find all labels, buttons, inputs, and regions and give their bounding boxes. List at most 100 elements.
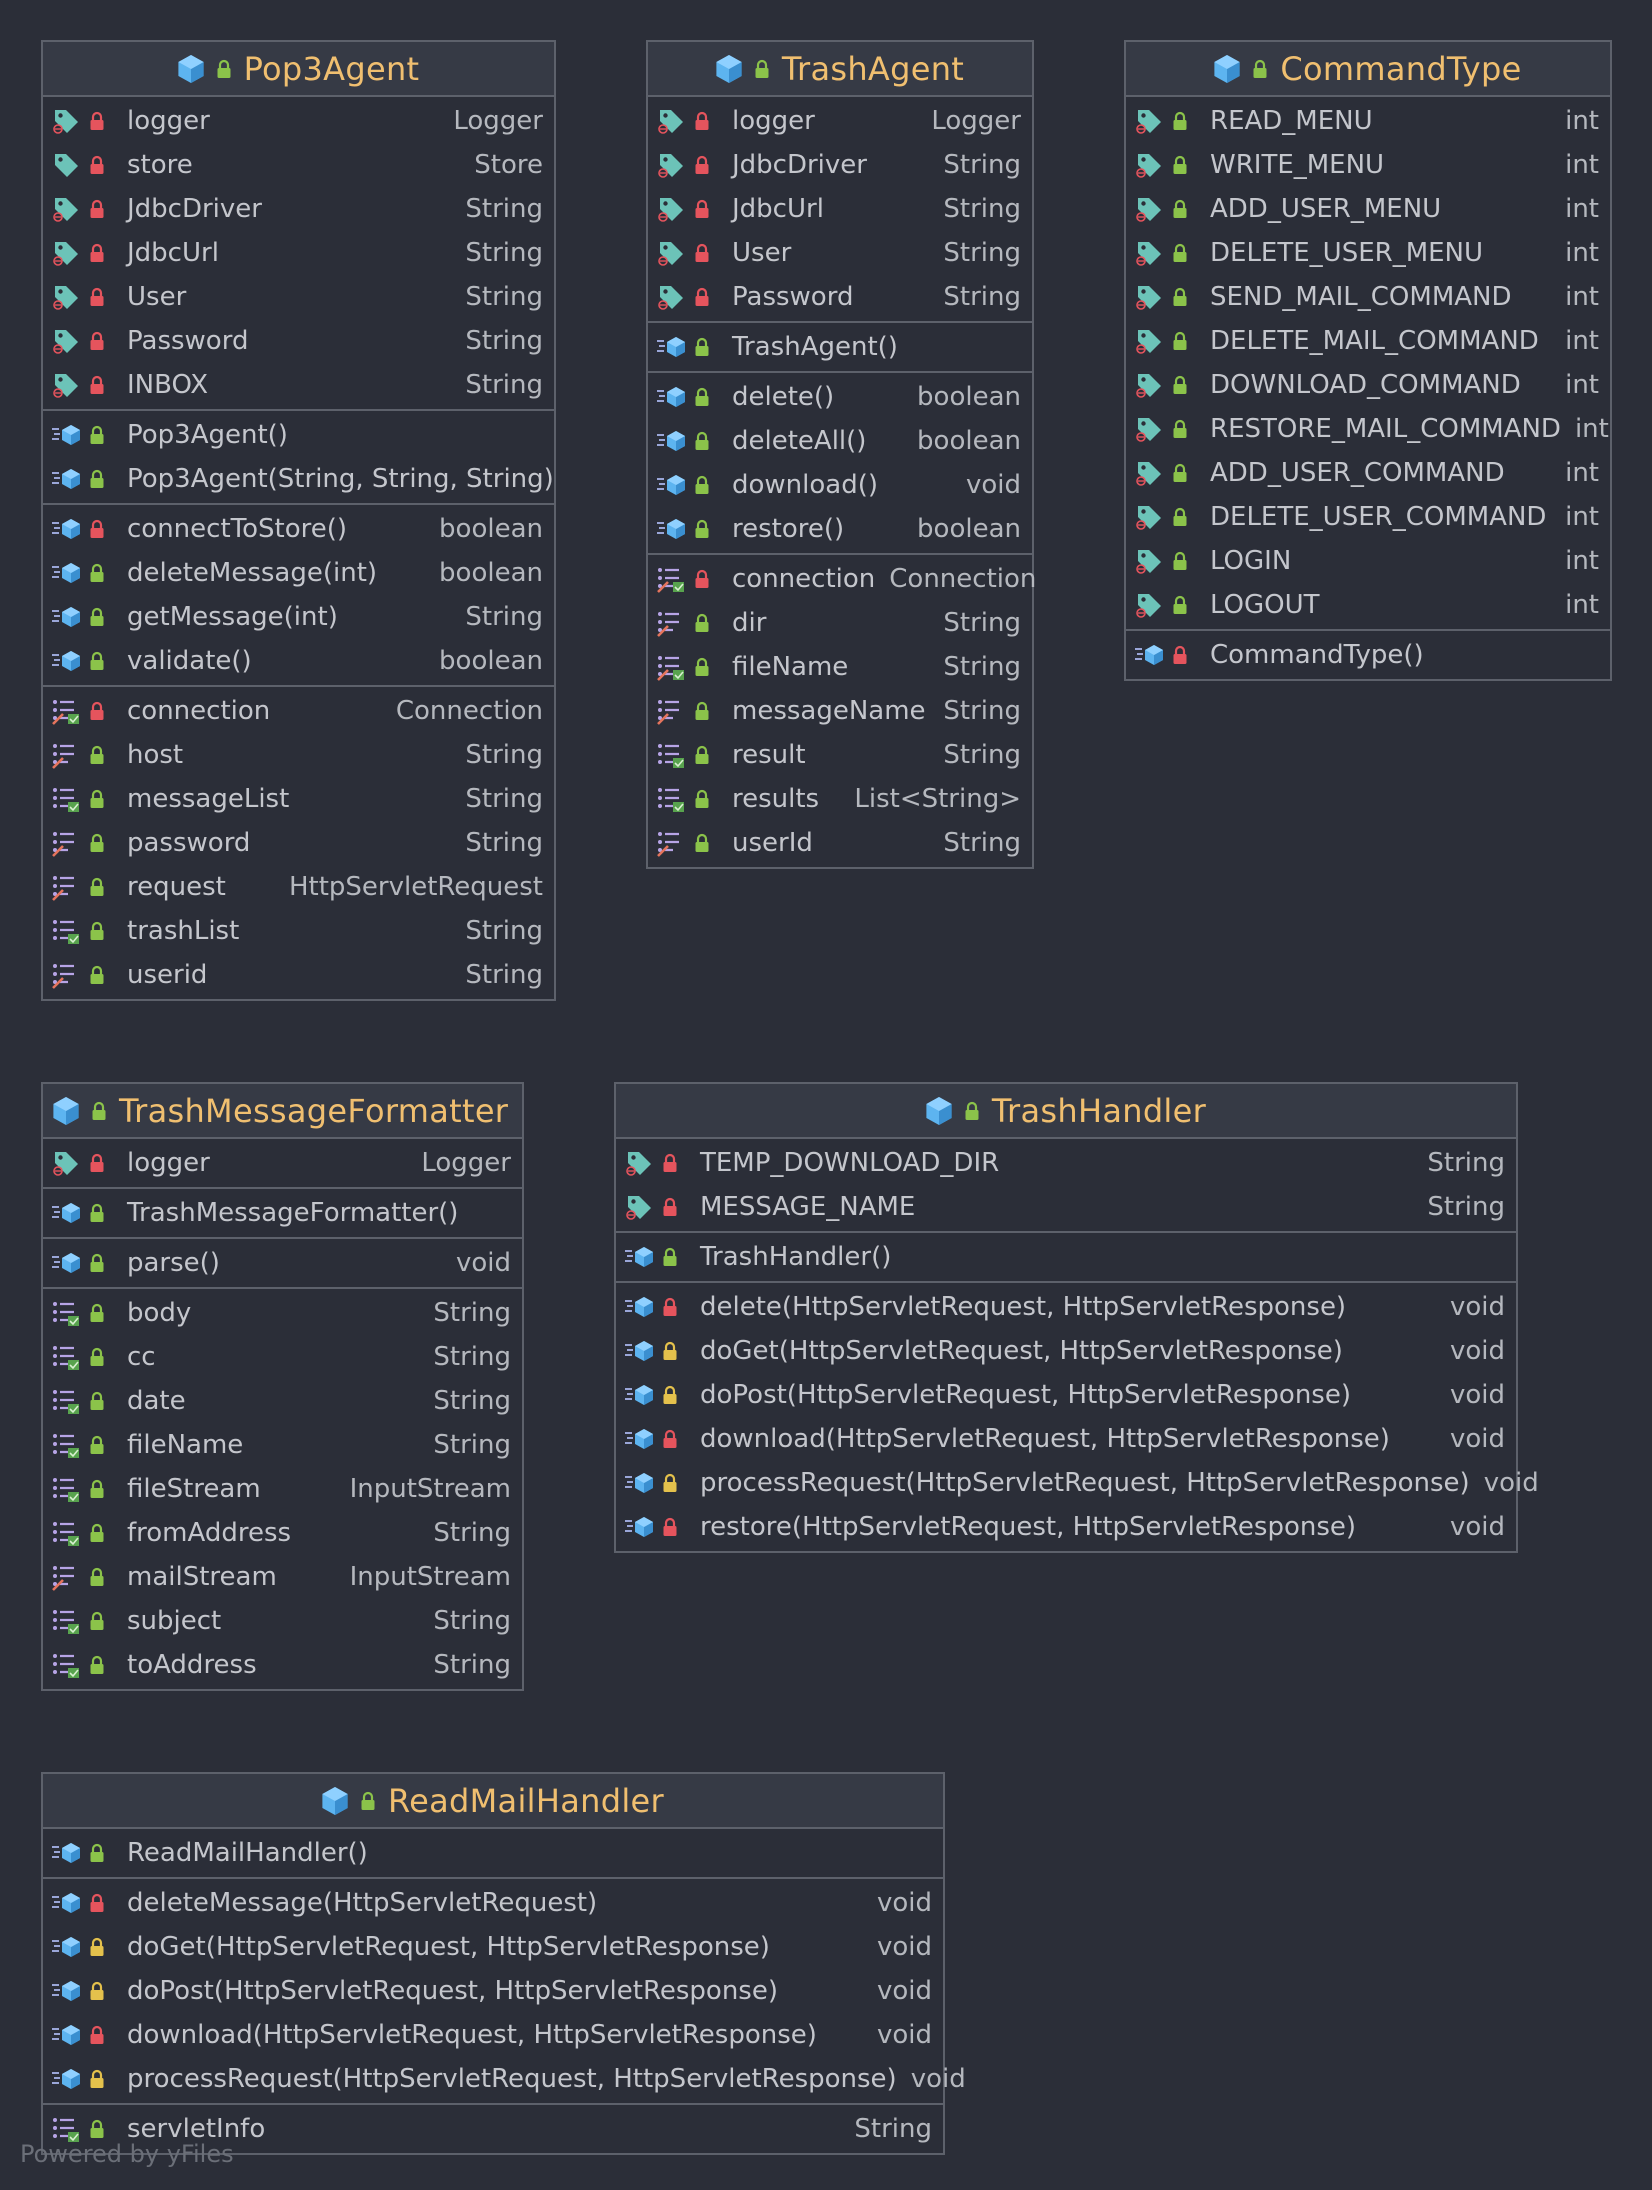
method-row-delete[interactable]: delete(HttpServletRequest, HttpServletRe… xyxy=(616,1285,1516,1329)
method-row-trashhandler[interactable]: TrashHandler() xyxy=(616,1235,1516,1279)
method-row-getmessage[interactable]: getMessage(int)String xyxy=(43,595,554,639)
method-row-dopost[interactable]: doPost(HttpServletRequest, HttpServletRe… xyxy=(43,1969,943,2013)
property-icon xyxy=(51,1298,83,1328)
protected-lock-icon xyxy=(89,1935,109,1959)
method-row-restore[interactable]: restore(HttpServletRequest, HttpServletR… xyxy=(616,1505,1516,1549)
method-row-download[interactable]: download()void xyxy=(648,463,1032,507)
method-row-restore[interactable]: restore()boolean xyxy=(648,507,1032,551)
private-lock-icon xyxy=(89,329,109,353)
method-row-deleteall[interactable]: deleteAll()boolean xyxy=(648,419,1032,463)
method-row-download[interactable]: download(HttpServletRequest, HttpServlet… xyxy=(616,1417,1516,1461)
member-type: String xyxy=(465,828,543,858)
field-icon xyxy=(51,1148,83,1178)
field-icon xyxy=(1134,502,1166,532)
method-row-parse[interactable]: parse()void xyxy=(43,1241,522,1285)
method-row-trashagent[interactable]: TrashAgent() xyxy=(648,325,1032,369)
member-name: CommandType() xyxy=(1210,640,1424,670)
method-row-processrequest[interactable]: processRequest(HttpServletRequest, HttpS… xyxy=(616,1461,1539,1505)
method-row-commandtype[interactable]: CommandType() xyxy=(1126,633,1610,677)
method-row-doget[interactable]: doGet(HttpServletRequest, HttpServletRes… xyxy=(43,1925,943,1969)
method-row-pop3agent[interactable]: Pop3Agent() xyxy=(43,413,554,457)
member-name: User xyxy=(732,238,792,268)
public-lock-icon xyxy=(694,429,714,453)
method-row-readmailhandler[interactable]: ReadMailHandler() xyxy=(43,1831,943,1875)
method-row-doget[interactable]: doGet(HttpServletRequest, HttpServletRes… xyxy=(616,1329,1516,1373)
public-lock-icon xyxy=(694,517,714,541)
method-row-processrequest[interactable]: processRequest(HttpServletRequest, HttpS… xyxy=(43,2057,966,2101)
method-row-download[interactable]: download(HttpServletRequest, HttpServlet… xyxy=(43,2013,943,2057)
method-row-deletemessage[interactable]: deleteMessage(HttpServletRequest)void xyxy=(43,1881,943,1925)
method-row-deletemessage[interactable]: deleteMessage(int)boolean xyxy=(43,551,554,595)
class-header: CommandType xyxy=(1126,42,1610,97)
method-row-pop3agent[interactable]: Pop3Agent(String, String, String) xyxy=(43,457,554,501)
method-row-validate[interactable]: validate()boolean xyxy=(43,639,554,683)
method-row-dopost[interactable]: doPost(HttpServletRequest, HttpServletRe… xyxy=(616,1373,1516,1417)
method-row-delete[interactable]: delete()boolean xyxy=(648,375,1032,419)
member-type: void xyxy=(1449,1512,1505,1542)
method-icon xyxy=(1134,640,1166,670)
member-name: servletInfo xyxy=(127,2114,266,2144)
member-name: messageList xyxy=(127,784,290,814)
method-row-connecttostore[interactable]: connectToStore()boolean xyxy=(43,507,554,551)
method-icon xyxy=(51,1248,83,1278)
method-row-trashmessageformatter[interactable]: TrashMessageFormatter() xyxy=(43,1191,522,1235)
